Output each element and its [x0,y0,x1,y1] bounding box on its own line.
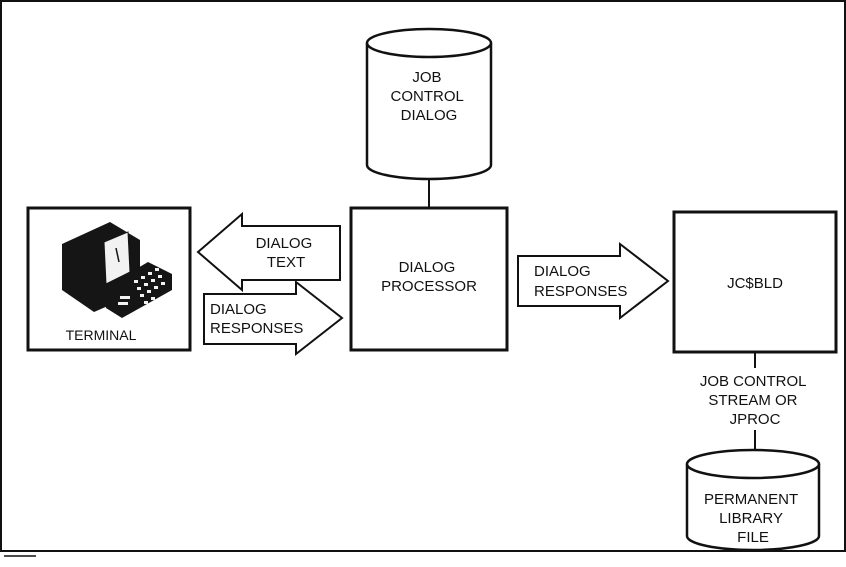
database-label-line-3: FILE [737,529,769,546]
arrow-label-line-1: DIALOG [210,301,267,318]
arrow-label-line-1: DIALOG [534,263,591,280]
svg-text:DIALOG PROCESSOR: DIALOG PROCESSOR [381,259,477,295]
dialog-responses-arrow-to-builder: DIALOG RESPONSES [517,241,670,321]
database-cylinder-body [685,464,821,552]
svg-text:DIALOG RESPONSES: DIALOG RESPONSES [210,301,303,337]
output-label-line-3: JPROC [730,411,781,428]
database-label-line-3: DIALOG [401,107,458,124]
svg-text:JOB CONTROL DIALOG: JOB CONTROL DIALOG [391,69,468,124]
terminal-icon [62,222,172,318]
processor-label-line-1: DIALOG [399,259,456,276]
arrow-label-line-2: TEXT [267,254,305,271]
terminal-box: TERMINAL [26,206,192,352]
svg-text:DIALOG TEXT: DIALOG TEXT [256,235,317,271]
output-label-line-2: STREAM OR [708,392,797,409]
output-label-line-1: JOB CONTROL [700,373,806,390]
database-label-line-2: CONTROL [391,88,464,105]
database-label-line-1: JOB [412,69,441,86]
processor-label-line-2: PROCESSOR [381,278,477,295]
jcbld-label: JC$BLD [727,275,783,292]
svg-text:DIALOG RESPONSES: DIALOG RESPONSES [534,263,627,300]
database-label-line-2: LIBRARY [719,510,783,527]
terminal-label: TERMINAL [66,327,137,343]
dialog-processor-box: DIALOG PROCESSOR [349,206,509,352]
job-control-dialog-database: JOB CONTROL DIALOG [365,27,493,181]
permanent-library-database: PERMANENT LIBRARY FILE [685,448,821,552]
dialog-text-arrow: DIALOG TEXT [196,211,341,293]
diagram-border [0,0,846,552]
arrow-label-line-2: RESPONSES [534,283,627,300]
database-label-line-1: PERMANENT [704,491,798,508]
arrow-label-line-2: RESPONSES [210,320,303,337]
arrow-label-line-1: DIALOG [256,235,313,252]
dialog-responses-arrow-to-processor: DIALOG RESPONSES [203,279,344,357]
database-cylinder-top [685,448,821,480]
jcbld-box: JC$BLD [672,210,838,354]
database-cylinder-top [365,27,493,59]
svg-text:PERMANENT LIBRARY: PERMANENT LIBRARY FILE [704,491,802,546]
svg-text:JOB CONTROL STREAM OR: JOB CONTROL STREAM OR JPROC [700,373,810,428]
